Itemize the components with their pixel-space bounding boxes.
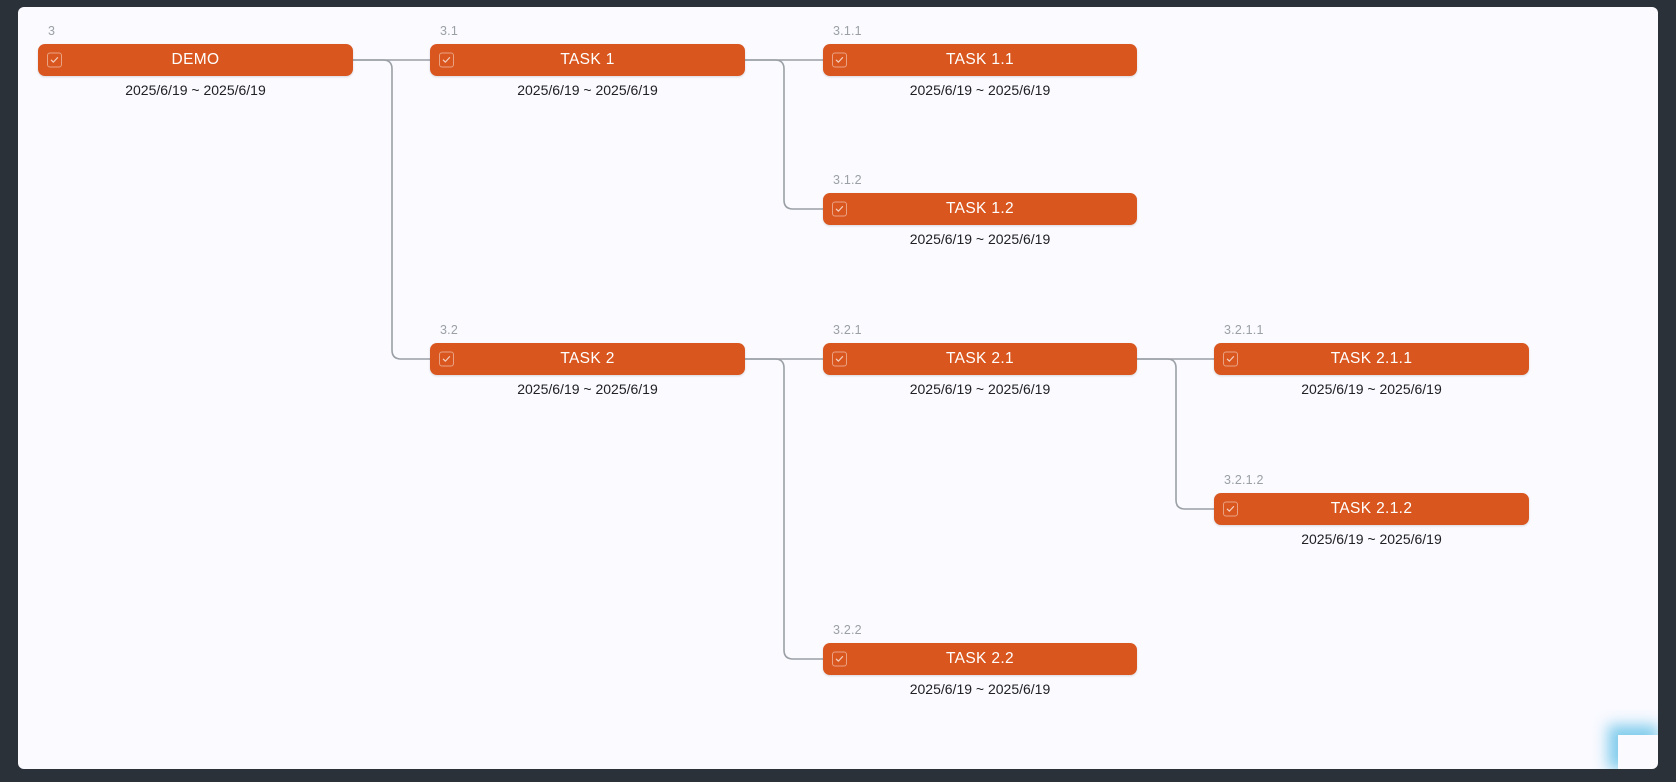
node-index-label: 3.2.1 bbox=[833, 323, 862, 337]
node-date-range: 2025/6/19 ~ 2025/6/19 bbox=[909, 681, 1051, 697]
checkbox-checked-icon[interactable] bbox=[439, 52, 454, 68]
checkbox-checked-icon[interactable] bbox=[1223, 501, 1238, 517]
node-bar[interactable]: DEMO bbox=[38, 44, 353, 76]
node-date-range: 2025/6/19 ~ 2025/6/19 bbox=[909, 231, 1051, 247]
node-index-label: 3.2.2 bbox=[833, 623, 862, 637]
connector-task-2-1-to-task-2-1-2 bbox=[1137, 358, 1214, 510]
node-date-range: 2025/6/19 ~ 2025/6/19 bbox=[517, 381, 658, 397]
node-title: TASK 2.2 bbox=[946, 650, 1014, 667]
checkbox-checked-icon[interactable] bbox=[1223, 351, 1238, 367]
connector-lines bbox=[353, 59, 1214, 660]
node-title: DEMO bbox=[171, 51, 220, 68]
node-date-range: 2025/6/19 ~ 2025/6/19 bbox=[125, 82, 266, 98]
node-date-range: 2025/6/19 ~ 2025/6/19 bbox=[909, 82, 1051, 98]
node-bar[interactable]: TASK 2.2 bbox=[823, 643, 1137, 675]
node-index-label: 3.1.2 bbox=[833, 173, 862, 187]
node-index-label: 3.2.1.1 bbox=[1224, 323, 1264, 337]
node-date-range: 2025/6/19 ~ 2025/6/19 bbox=[909, 381, 1051, 397]
connector-task-2-to-task-2-2 bbox=[745, 358, 823, 660]
node-date-range: 2025/6/19 ~ 2025/6/19 bbox=[1301, 531, 1442, 547]
node-date-range: 2025/6/19 ~ 2025/6/19 bbox=[1301, 381, 1442, 397]
connector-task-1-to-task-1-2 bbox=[745, 59, 823, 210]
checkbox-checked-icon[interactable] bbox=[439, 351, 454, 367]
node-title: TASK 2.1.2 bbox=[1330, 500, 1413, 517]
checkbox-checked-icon[interactable] bbox=[832, 351, 847, 367]
node-bar[interactable]: TASK 1.1 bbox=[823, 44, 1137, 76]
node-title: TASK 1.1 bbox=[946, 51, 1014, 68]
checkbox-checked-icon[interactable] bbox=[832, 52, 847, 68]
node-title: TASK 2.1 bbox=[946, 350, 1014, 367]
node-bar[interactable]: TASK 1.2 bbox=[823, 193, 1137, 225]
node-bar[interactable]: TASK 1 bbox=[430, 44, 745, 76]
node-bar[interactable]: TASK 2 bbox=[430, 343, 745, 375]
node-index-label: 3.2.1.2 bbox=[1224, 473, 1264, 487]
node-title: TASK 1.2 bbox=[946, 200, 1014, 217]
node-bar[interactable]: TASK 2.1 bbox=[823, 343, 1137, 375]
node-index-label: 3 bbox=[48, 24, 56, 38]
node-bar[interactable]: TASK 2.1.2 bbox=[1214, 493, 1529, 525]
node-index-label: 3.1.1 bbox=[833, 24, 862, 38]
checkbox-checked-icon[interactable] bbox=[832, 201, 847, 217]
node-index-label: 3.1 bbox=[440, 24, 458, 38]
node-title: TASK 2.1.1 bbox=[1330, 350, 1413, 367]
node-bar[interactable]: TASK 2.1.1 bbox=[1214, 343, 1529, 375]
node-date-range: 2025/6/19 ~ 2025/6/19 bbox=[517, 82, 658, 98]
node-index-label: 3.2 bbox=[440, 323, 458, 337]
node-title: TASK 1 bbox=[560, 51, 615, 68]
connector-demo-to-task-2 bbox=[353, 59, 430, 360]
node-title: TASK 2 bbox=[560, 350, 615, 367]
checkbox-checked-icon[interactable] bbox=[47, 52, 62, 68]
checkbox-checked-icon[interactable] bbox=[832, 651, 847, 667]
